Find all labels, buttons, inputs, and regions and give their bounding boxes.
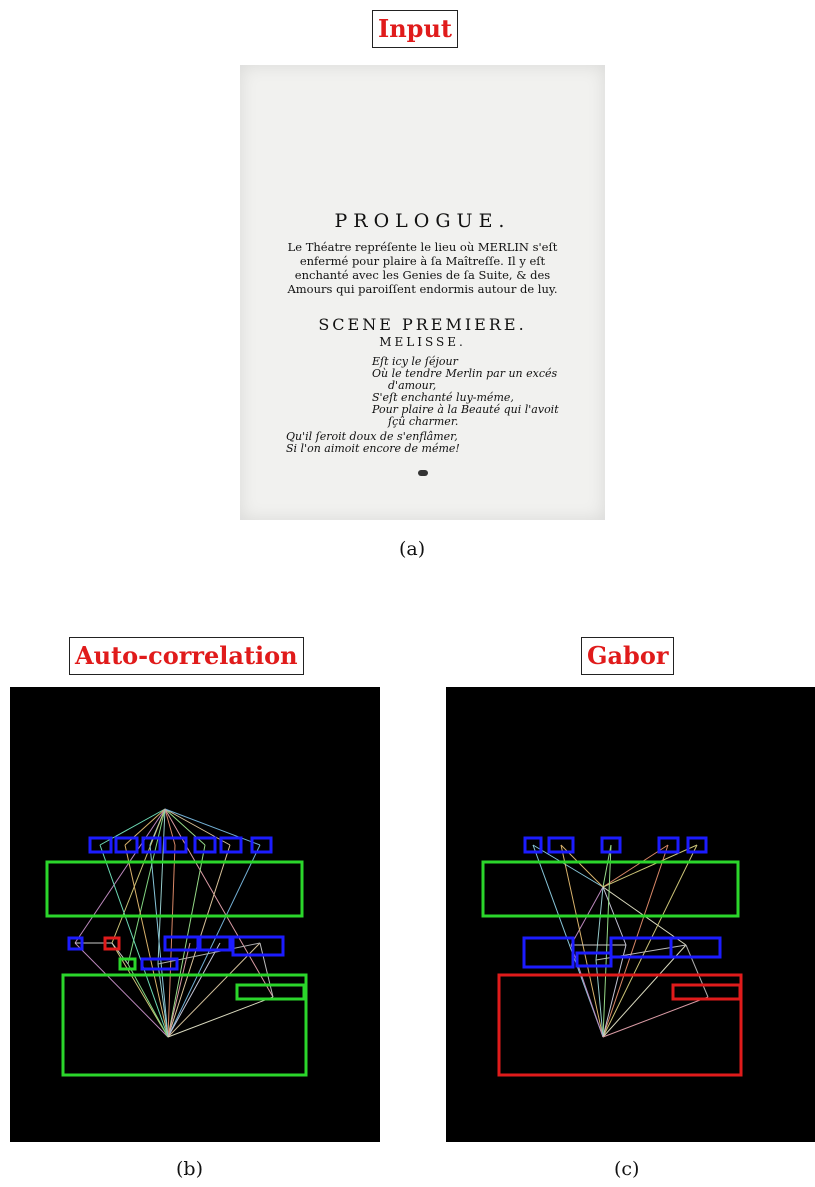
- scanned-page: PROLOGUE. Le Théatre repréſente le lieu …: [240, 65, 605, 520]
- auto-correlation-graph: [10, 687, 380, 1142]
- relation-edges: [533, 845, 708, 1037]
- scan-scene-heading: SCENE PREMIERE.: [240, 315, 605, 334]
- region-boxes: [47, 838, 306, 1075]
- gabor-label: Gabor: [581, 637, 674, 675]
- word-box: [611, 938, 671, 957]
- input-label: Input: [372, 10, 458, 48]
- title-char-box: [221, 838, 241, 852]
- title-char-box: [252, 838, 271, 852]
- word-box: [524, 938, 573, 967]
- scan-desc-line-1: Le Théatre repréſente le lieu où MERLIN …: [240, 240, 605, 254]
- relation-edges: [75, 809, 273, 1037]
- scan-desc-line-3: enchanté avec les Genies de ſa Suite, & …: [240, 268, 605, 282]
- caption-a: (a): [399, 538, 425, 560]
- scan-desc-line-2: enfermé pour plaire à ſa Maîtreſſe. Il y…: [240, 254, 605, 268]
- scan-title: PROLOGUE.: [240, 210, 605, 232]
- text-block-box: [483, 862, 738, 916]
- title-char-box: [659, 838, 678, 852]
- caption-b: (b): [176, 1158, 203, 1180]
- region-boxes: [483, 838, 741, 1075]
- scan-speaker: MELISSE.: [240, 335, 605, 349]
- scan-verse-8: Si l'on aimoit encore de méme!: [286, 442, 605, 455]
- caption-c: (c): [614, 1158, 639, 1180]
- scan-desc-line-4: Amours qui paroiſſent endormis autour de…: [240, 282, 605, 296]
- auto-correlation-panel: [10, 687, 380, 1142]
- text-line-box: [673, 985, 740, 999]
- gabor-panel: [446, 687, 815, 1142]
- scan-verse-6: ſçû charmer.: [388, 415, 605, 428]
- gabor-graph: [446, 687, 815, 1142]
- auto-correlation-label: Auto-correlation: [69, 637, 304, 675]
- scan-ornament: [418, 470, 428, 476]
- word-box: [165, 937, 198, 950]
